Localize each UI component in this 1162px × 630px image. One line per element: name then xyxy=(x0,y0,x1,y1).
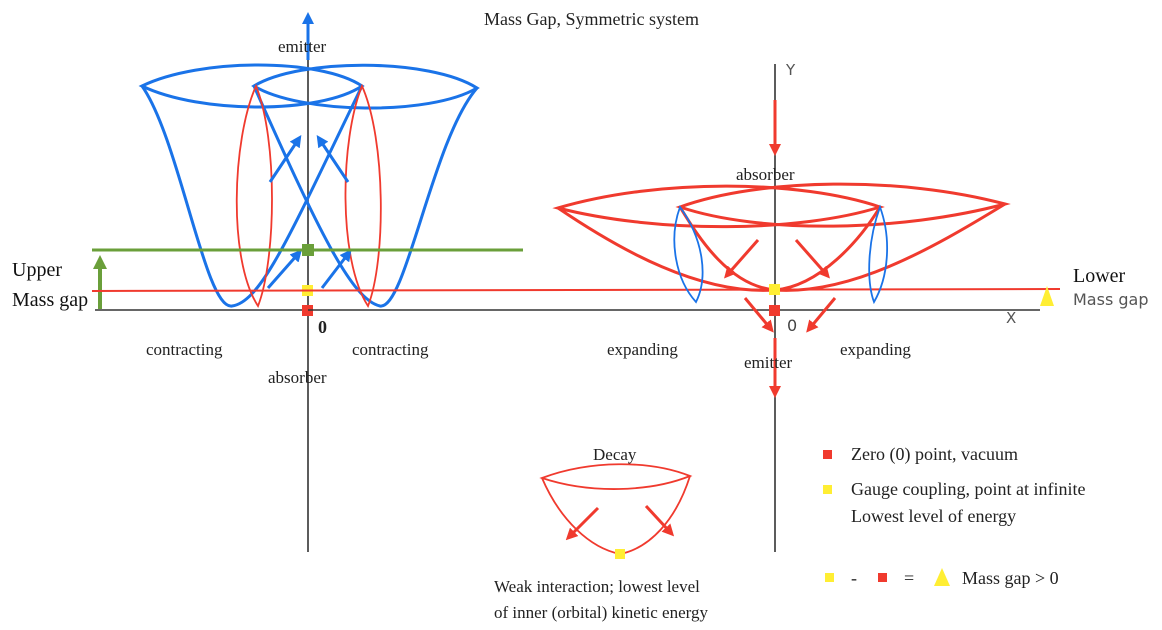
left-zero-point xyxy=(302,305,313,316)
legend-zero-text: Zero (0) point, vacuum xyxy=(851,444,1018,464)
decay-title: Decay xyxy=(593,445,637,464)
legend-zero-marker xyxy=(823,450,832,459)
left-blue-cup-1 xyxy=(140,85,364,308)
legend-gauge-marker xyxy=(823,485,832,494)
right-expanding-label-2: expanding xyxy=(840,340,911,359)
legend-eq-red-marker xyxy=(878,573,887,582)
decay-caption-line-1: Weak interaction; lowest level xyxy=(494,577,700,596)
legend-gauge-text-1: Gauge coupling, point at infinite xyxy=(851,479,1086,499)
left-red-ellipse-2 xyxy=(344,83,382,308)
decay-arrow-right xyxy=(644,504,675,537)
right-origin-label: 0 xyxy=(787,316,798,335)
lower-label: Lower xyxy=(1073,265,1126,287)
decay-arrow-left xyxy=(565,506,600,541)
left-blue-arrow-1 xyxy=(268,135,302,183)
legend-eq-yellow-marker xyxy=(825,573,834,582)
decay-cup xyxy=(541,475,691,555)
legend-minus-sign: - xyxy=(851,568,857,588)
left-system xyxy=(92,11,523,552)
legend-mass-gap-text: Mass gap > 0 xyxy=(962,568,1059,588)
right-red-arrow-4 xyxy=(806,297,837,333)
right-gauge-point xyxy=(769,284,780,295)
left-origin-label: 0 xyxy=(318,317,327,337)
axis-y-label: Y xyxy=(786,61,796,79)
right-expanding-label-1: expanding xyxy=(607,340,678,359)
right-system xyxy=(308,64,1054,552)
left-red-ellipse-1 xyxy=(235,83,273,308)
left-blue-rim-2 xyxy=(251,63,480,110)
legend xyxy=(823,450,950,586)
right-red-arrow-1 xyxy=(724,239,760,279)
right-red-rim-2 xyxy=(675,182,1011,228)
decay-figure xyxy=(539,463,693,559)
left-blue-arrow-3 xyxy=(266,249,302,289)
right-red-cup-2 xyxy=(678,202,1006,292)
legend-equals-sign: = xyxy=(904,568,915,588)
right-zero-point xyxy=(769,305,780,316)
legend-gauge-text-2: Lowest level of energy xyxy=(851,506,1017,526)
diagram-title: Mass Gap, Symmetric system xyxy=(484,9,699,29)
decay-caption-line-2: of inner (orbital) kinetic energy xyxy=(494,603,708,622)
green-junction-point xyxy=(302,244,314,256)
right-blue-ellipse-2 xyxy=(868,204,888,305)
left-blue-cup-2 xyxy=(252,85,479,308)
axis-x-label: X xyxy=(1006,309,1017,327)
right-red-arrow-2 xyxy=(794,239,830,279)
left-emitter-label: emitter xyxy=(278,37,327,56)
right-blue-ellipse-1 xyxy=(673,205,704,304)
right-red-arrow-3 xyxy=(743,297,774,333)
left-blue-arrow-4 xyxy=(320,249,352,289)
decay-gauge-point xyxy=(615,549,625,559)
left-absorber-label: absorber xyxy=(268,368,327,387)
left-contracting-label-2: contracting xyxy=(352,340,429,359)
right-emitter-label: emitter xyxy=(744,353,793,372)
mass-gap-triangle-icon xyxy=(1040,286,1054,306)
right-mass-gap-label: Mass gap xyxy=(1073,290,1149,309)
upper-label: Upper xyxy=(12,259,62,281)
right-absorber-label: absorber xyxy=(736,165,795,184)
legend-triangle-icon xyxy=(934,568,950,586)
right-red-rim-1 xyxy=(552,184,885,229)
decay-rim xyxy=(539,463,693,490)
left-blue-arrow-2 xyxy=(316,135,350,183)
left-contracting-label-1: contracting xyxy=(146,340,223,359)
left-mass-gap-label: Mass gap xyxy=(12,289,89,311)
mass-gap-red-line xyxy=(91,288,1061,292)
